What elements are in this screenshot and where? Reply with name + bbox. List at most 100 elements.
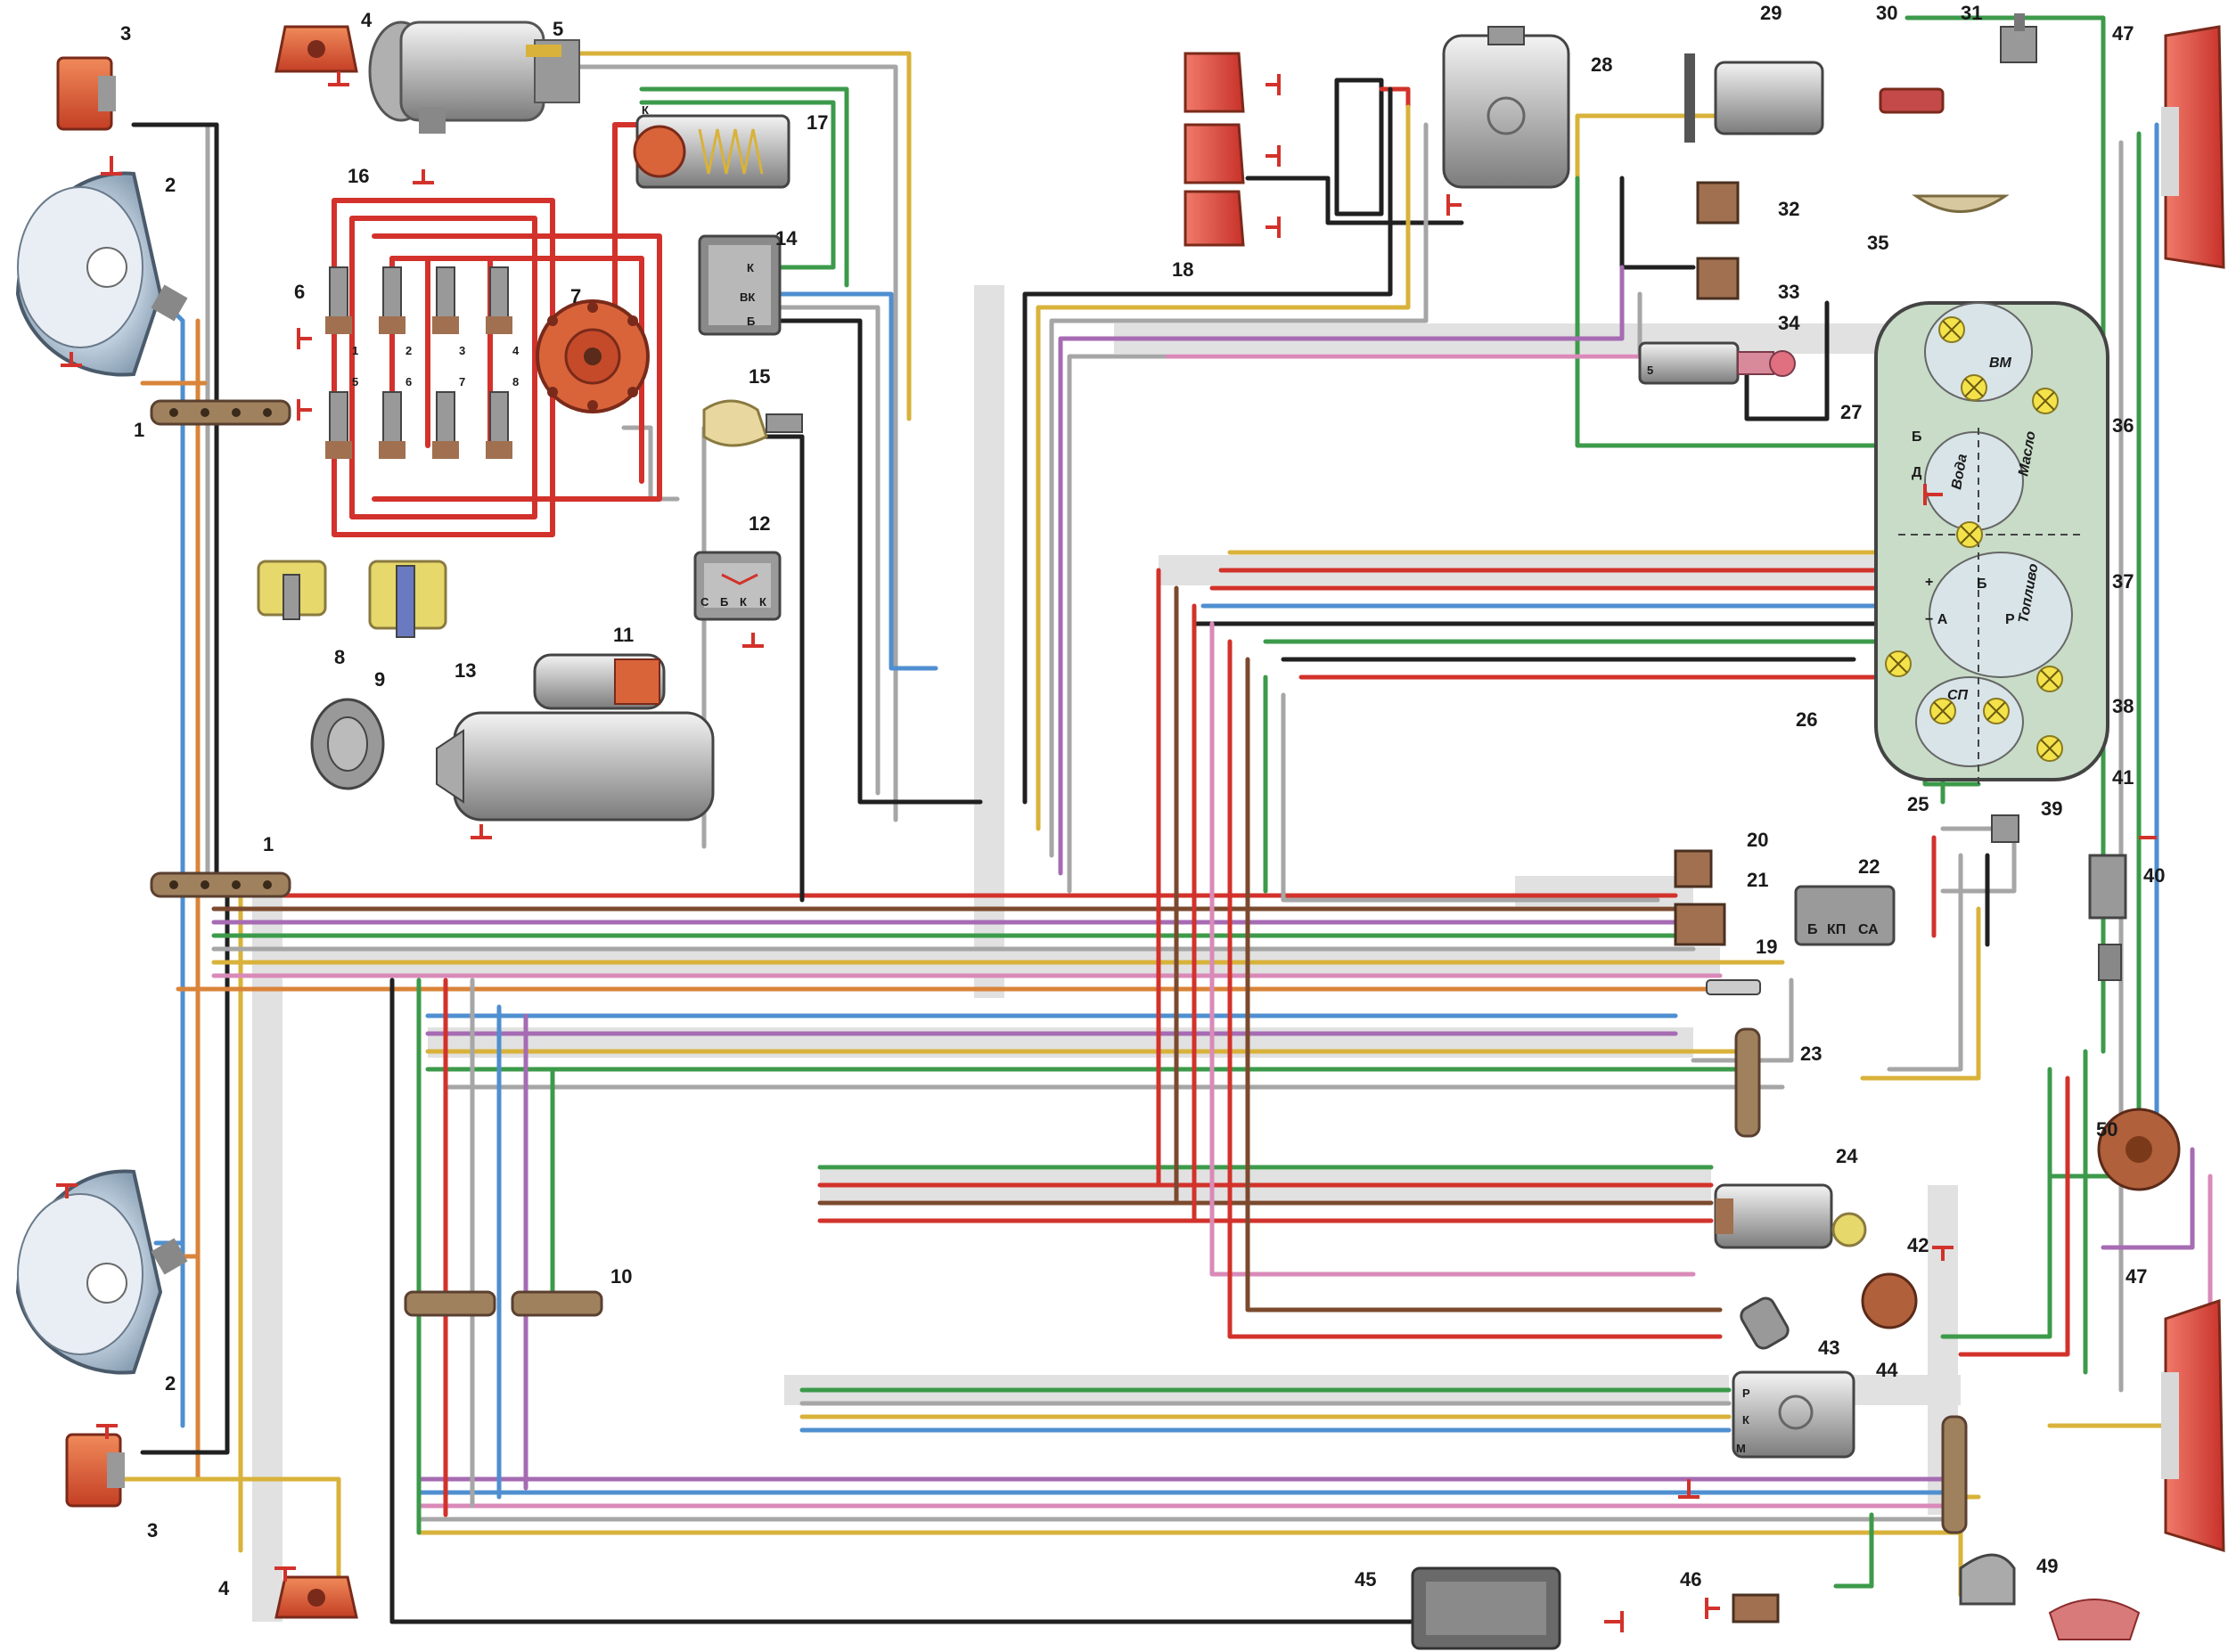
- switch-terminal-5: 5: [1647, 364, 1653, 377]
- rear-lamp-bottom: [2161, 1298, 2225, 1553]
- label-43: 43: [1818, 1337, 1839, 1359]
- label-2-bottom: 2: [165, 1372, 176, 1394]
- headlight-bottom: [15, 1169, 188, 1375]
- label-50: 50: [2096, 1118, 2117, 1141]
- regulator-terminal-k: К: [747, 261, 754, 274]
- unit-terminal-sa: СА: [1858, 922, 1879, 937]
- cluster-terminal: Б: [1912, 429, 1922, 445]
- plug-number: 4: [512, 344, 520, 357]
- starter-relay: [693, 551, 782, 621]
- spark-plug-6: [379, 391, 405, 459]
- cluster-labels: ВМ СП Вода Масло Топливо Б Д + − А Б Р: [1912, 356, 2042, 703]
- lamp-icon: [2032, 388, 2059, 414]
- label-2: 2: [165, 174, 176, 196]
- cluster-terminal: +: [1925, 575, 1933, 590]
- fuse-box: [1411, 1566, 1561, 1650]
- sensor-43: [1740, 1296, 1790, 1350]
- side-lamp-bottom: [65, 1433, 125, 1508]
- cluster-lamps: [1885, 316, 2063, 762]
- label-12: 12: [749, 512, 770, 535]
- trailer-socket: [2097, 1108, 2181, 1191]
- spark-plug-4: [486, 266, 512, 334]
- label-35: 35: [1867, 232, 1888, 254]
- lamp-icon: [1929, 698, 1956, 724]
- spark-plug-3: [432, 266, 459, 334]
- label-39: 39: [2041, 797, 2062, 820]
- label-41: 41: [2112, 766, 2134, 789]
- headlight-top: [15, 171, 188, 377]
- harness-bands: [252, 285, 1961, 1622]
- label-19: 19: [1756, 936, 1777, 958]
- relay-terminal-c: С: [700, 595, 709, 609]
- spark-plug-8: [486, 391, 512, 459]
- label-47: 49: [2036, 1555, 2058, 1577]
- relay44-terminal-m: М: [1736, 1442, 1746, 1455]
- label-6: 6: [294, 281, 305, 303]
- socket-42: [1861, 1272, 1918, 1329]
- label-9: 9: [374, 668, 385, 691]
- plug-number: 5: [352, 375, 358, 388]
- lamp-icon: [1938, 316, 1965, 343]
- label-8: 8: [334, 646, 345, 668]
- label-37: 37: [2112, 570, 2134, 593]
- label-42: 42: [1907, 1234, 1929, 1256]
- label-24: 24: [1836, 1145, 1858, 1167]
- generator: [368, 20, 580, 134]
- relay-terminal-k: К: [740, 595, 747, 609]
- oil-pressure-sensor: [702, 399, 803, 447]
- horn-top: [274, 25, 358, 73]
- temperature-sensor: [257, 560, 327, 620]
- side-lamp-top: [56, 56, 116, 131]
- unit-terminal-kp: КП: [1827, 922, 1846, 937]
- relay-terminal-b: Б: [720, 595, 728, 609]
- spark-plug-2: [379, 266, 405, 334]
- label-14: 14: [775, 227, 798, 249]
- plug-number: 2: [405, 344, 412, 357]
- plug-number: 6: [405, 375, 412, 388]
- sensor-46: [1732, 1593, 1780, 1623]
- ceiling-lamp: [1912, 194, 2010, 213]
- regulator-terminal-b: Б: [747, 315, 755, 328]
- spark-plugs: [325, 266, 512, 459]
- label-27: 27: [1840, 401, 1862, 423]
- cluster-terminal: − А: [1925, 612, 1948, 627]
- relay-terminal-k2: К: [759, 595, 766, 609]
- lamp-label-sp: СП: [1947, 688, 1969, 703]
- spark-plug-5: [325, 391, 352, 459]
- label-49-top: 47: [2112, 22, 2134, 45]
- label-40: 40: [2143, 864, 2165, 887]
- switch-33: [1696, 257, 1740, 300]
- label-10: 10: [610, 1265, 632, 1288]
- label-7: 7: [570, 285, 581, 307]
- fuse-19: [1706, 979, 1761, 995]
- plug-number: 3: [459, 344, 465, 357]
- cluster-terminal: Р: [2005, 612, 2015, 627]
- relay-box-22: [1794, 885, 1896, 946]
- lamp-icon: [1983, 698, 2010, 724]
- label-29: 29: [1760, 2, 1782, 24]
- label-38: 38: [2112, 695, 2134, 717]
- connector-block-rear: [1941, 1415, 1968, 1534]
- light-switch: [1638, 341, 1796, 385]
- label-20: 20: [1747, 829, 1768, 851]
- spark-plug-numbers: 1 2 3 4 5 6 7 8: [352, 344, 520, 388]
- component-labels: 3 4 5 2 17 16 6 7 14 15 1 12 11 8 13 9 1…: [120, 2, 2165, 1599]
- fuel-sender: [1959, 1553, 2141, 1640]
- plug-number: 8: [512, 375, 519, 388]
- lamp-label-bm: ВМ: [1989, 356, 2012, 371]
- lamp-icon: [1961, 374, 1987, 401]
- lamp-icon: [2036, 735, 2063, 762]
- regulator-terminal-vk: ВК: [740, 290, 755, 304]
- horn-bottom: [274, 1575, 358, 1619]
- label-22: 22: [1858, 855, 1880, 878]
- label-5: 5: [553, 18, 563, 40]
- relay44-terminal-k: К: [1742, 1413, 1749, 1427]
- label-1-mid: 1: [263, 833, 274, 855]
- lamp-icon: [1885, 650, 1912, 677]
- voltage-regulator: [698, 234, 782, 336]
- label-49-bottom: 47: [2126, 1265, 2147, 1288]
- wires: [109, 15, 2213, 1624]
- label-3-bottom: 3: [147, 1519, 158, 1542]
- cluster-terminal: Д: [1912, 465, 1922, 480]
